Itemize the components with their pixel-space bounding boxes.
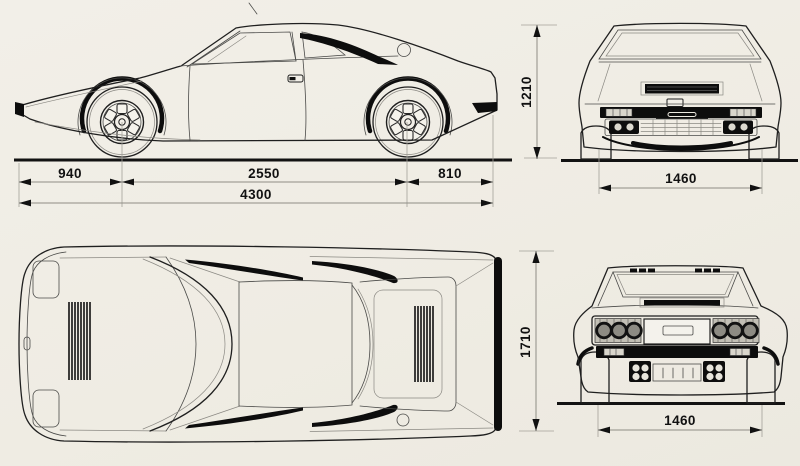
rear-right-reflector bbox=[729, 348, 751, 356]
dim-label-overall-length: 4300 bbox=[240, 187, 272, 202]
tail-edge-band bbox=[494, 257, 502, 431]
rear-window-inner bbox=[616, 274, 735, 295]
door-cut-rear bbox=[302, 59, 307, 141]
rear-view bbox=[557, 265, 788, 405]
side-glass-accent-top-rear bbox=[312, 261, 398, 284]
rear-window-arc-inner bbox=[357, 288, 374, 400]
roof-panel bbox=[238, 280, 353, 408]
dim-label-front-overhang: 940 bbox=[58, 166, 82, 181]
hood-rear-edge bbox=[165, 256, 197, 432]
rear-valance bbox=[652, 363, 702, 382]
side-body-outline bbox=[17, 22, 498, 142]
license-plate bbox=[643, 318, 711, 345]
rear-dimension: 1460 bbox=[597, 405, 763, 437]
engine-vent-slats bbox=[414, 306, 434, 382]
hood-vent-slats bbox=[68, 302, 91, 380]
a-pillar-lines bbox=[169, 257, 241, 431]
front-dimensions: 1210 1460 bbox=[519, 24, 763, 194]
nose-badge bbox=[23, 336, 31, 351]
c-pillar-accent bbox=[300, 33, 398, 65]
side-glass-accent-bottom-rear bbox=[312, 404, 398, 427]
hood-vent-frame bbox=[640, 81, 724, 96]
rear-right-wheel bbox=[746, 351, 776, 404]
exhaust-cluster-left bbox=[629, 361, 651, 382]
dim-label-overall-height: 1210 bbox=[519, 76, 534, 108]
hood-vent bbox=[645, 84, 719, 94]
headlight-cover-left bbox=[32, 260, 60, 299]
taillight-cluster-left bbox=[594, 318, 643, 343]
headlight-cover-right bbox=[32, 389, 60, 428]
front-wheel-arch bbox=[79, 76, 165, 134]
deck-vent-frame bbox=[639, 297, 725, 308]
dim-label-overall-width: 1710 bbox=[518, 326, 533, 358]
lower-crease bbox=[34, 121, 201, 141]
rear-body-outline bbox=[573, 265, 788, 396]
rear-left-reflector bbox=[603, 348, 625, 356]
front-grille bbox=[604, 118, 758, 136]
tail-deck-lines bbox=[455, 262, 494, 426]
license-bracket bbox=[656, 110, 708, 119]
side-glass-accent-bottom-front bbox=[185, 407, 303, 429]
rear-fender-lip bbox=[363, 77, 453, 136]
b-pillar bbox=[291, 31, 297, 62]
front-airdam bbox=[631, 141, 733, 150]
vent-window-divider bbox=[207, 35, 247, 63]
hood-crease bbox=[25, 80, 143, 108]
hood-latch bbox=[666, 98, 684, 107]
windshield-arc bbox=[149, 256, 233, 432]
windshield-inner bbox=[605, 32, 755, 57]
nose-bumper-line bbox=[26, 251, 67, 437]
front-spoiler bbox=[602, 136, 760, 152]
dim-label-rear-overhang: 810 bbox=[438, 166, 462, 181]
rear-bumper-tip bbox=[472, 102, 497, 113]
engine-lid bbox=[359, 276, 457, 412]
rear-wheel bbox=[372, 86, 444, 158]
dim-label-rear-track: 1460 bbox=[664, 413, 696, 428]
front-fender-lip bbox=[77, 77, 167, 136]
plan-body-outline bbox=[18, 245, 496, 443]
roof-louvers bbox=[630, 268, 720, 273]
buttress-lines bbox=[597, 271, 754, 307]
front-right-indicator bbox=[729, 108, 757, 117]
dim-label-front-track: 1460 bbox=[665, 171, 697, 186]
front-left-indicator bbox=[605, 108, 633, 117]
door-cut-front bbox=[188, 65, 191, 141]
hood-cutlines bbox=[59, 256, 167, 432]
deck-vent bbox=[644, 300, 720, 306]
rear-window-arc bbox=[351, 284, 371, 404]
taillight-cluster-right bbox=[711, 318, 760, 343]
plan-fuel-cap bbox=[396, 413, 410, 427]
door-handle-notch bbox=[289, 77, 296, 81]
hood-creases bbox=[597, 63, 763, 102]
fuel-filler-cap bbox=[397, 43, 411, 57]
windshield bbox=[598, 29, 762, 60]
front-right-wheel bbox=[748, 125, 780, 160]
license-slot bbox=[667, 112, 697, 117]
license-lamp bbox=[662, 325, 694, 336]
valance-slats bbox=[662, 367, 694, 379]
stray-mark bbox=[248, 2, 258, 15]
rear-bumper-band bbox=[596, 346, 758, 358]
rear-wheel-arch bbox=[365, 76, 451, 134]
side-dimensions: 940 2550 810 4300 bbox=[18, 115, 494, 207]
exhaust-cluster-right bbox=[703, 361, 725, 382]
rear-window bbox=[612, 271, 739, 298]
dim-label-wheelbase: 2550 bbox=[248, 166, 280, 181]
plan-dimension: 1710 bbox=[518, 250, 554, 432]
plan-view bbox=[18, 245, 502, 443]
windshield-arc-inner bbox=[142, 258, 226, 430]
rear-left-wheel bbox=[580, 351, 610, 404]
side-view bbox=[14, 2, 512, 162]
a-pillar-inner bbox=[186, 30, 241, 68]
door-window bbox=[190, 31, 297, 65]
engine-lid-inner bbox=[373, 289, 443, 399]
front-bumper-tip bbox=[15, 102, 24, 117]
front-body-outline bbox=[578, 22, 782, 153]
side-glass-accent-top-front bbox=[185, 259, 303, 281]
shoulder-lines bbox=[309, 256, 494, 432]
front-view bbox=[561, 22, 798, 162]
front-left-wheel bbox=[580, 125, 612, 160]
